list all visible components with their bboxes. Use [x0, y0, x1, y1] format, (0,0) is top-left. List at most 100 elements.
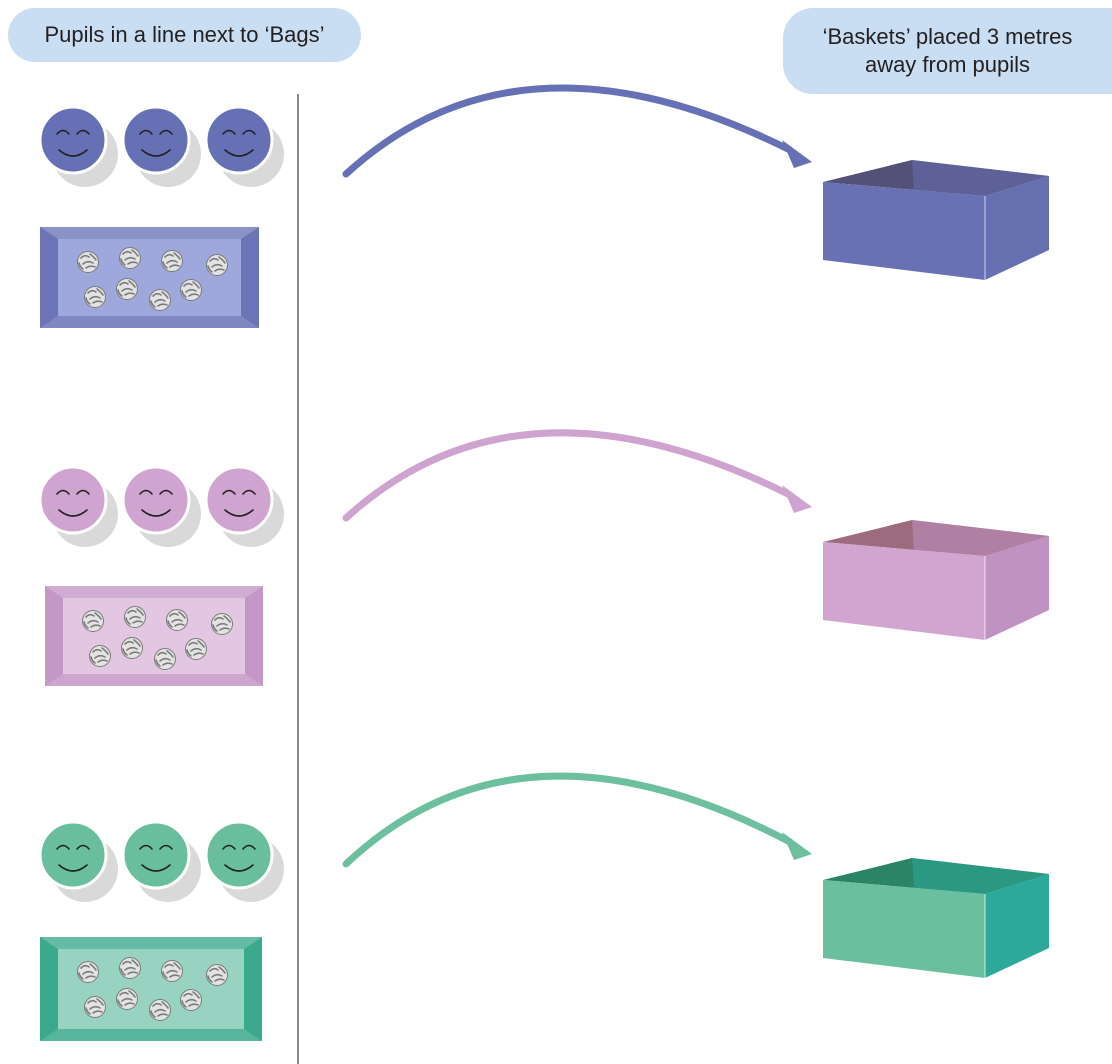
pupil-right-eye — [76, 129, 90, 135]
arrow-head — [782, 832, 812, 860]
ball-icon — [120, 636, 144, 660]
ball-icon — [115, 987, 139, 1011]
pupil-head — [204, 105, 274, 175]
ball-icon — [160, 249, 184, 273]
ball-icon — [179, 278, 203, 302]
team-blue — [38, 84, 1049, 328]
pupil-smile — [141, 509, 171, 517]
ball-icon — [123, 605, 147, 629]
pupil-smile — [224, 864, 254, 872]
bag-bevel-top — [45, 586, 263, 598]
ball-icon — [81, 609, 105, 633]
ball-icon — [148, 998, 172, 1022]
basket-side — [985, 176, 1049, 280]
ball-icon — [118, 246, 142, 270]
basket-back-wall — [912, 160, 1049, 196]
pupil-face-icon — [204, 820, 284, 902]
pupils-caption-text: Pupils in a line next to ‘Bags’ — [44, 22, 325, 47]
basket — [823, 520, 1049, 640]
ball-icon — [115, 277, 139, 301]
basket — [823, 160, 1049, 280]
pupil-face-icon — [121, 820, 201, 902]
basket-front — [823, 880, 985, 978]
basket-side — [985, 536, 1049, 640]
pupil-head — [121, 820, 191, 890]
pupil-head — [38, 105, 108, 175]
basket-back-wall — [912, 520, 1049, 556]
ball-icon — [165, 608, 189, 632]
ball-icon — [76, 250, 100, 274]
bag-bevel-bottom — [40, 1029, 262, 1041]
pupil-left-eye — [222, 129, 236, 135]
baskets-caption-line-2: away from pupils — [864, 52, 1031, 77]
bag-inner — [58, 239, 241, 316]
arrow-shaft — [342, 429, 794, 522]
ball-icon — [118, 956, 142, 980]
throw-arrow — [342, 84, 812, 178]
bag-inner — [58, 949, 244, 1029]
ball-icon — [153, 647, 177, 671]
pupil-head — [204, 465, 274, 535]
bag — [40, 227, 259, 328]
bag-bevel-bottom — [45, 674, 263, 686]
basket-front — [823, 182, 985, 280]
pupil-head — [204, 820, 274, 890]
team-green — [38, 772, 1049, 1041]
ball-icon — [205, 963, 229, 987]
ball-icon — [76, 960, 100, 984]
basket-side — [985, 874, 1049, 978]
pupil-smile — [141, 864, 171, 872]
pupil-face-icon — [38, 465, 118, 547]
bag-bevel-top — [40, 937, 262, 949]
throw-arrow — [342, 772, 812, 868]
pupil-face-icon — [121, 105, 201, 187]
bag-inner — [63, 598, 245, 674]
pupil-right-eye — [159, 844, 173, 850]
arrow-shaft — [342, 772, 794, 868]
pupil-smile — [58, 864, 88, 872]
pupil-right-eye — [159, 489, 173, 495]
bag — [45, 586, 263, 686]
team-pink — [38, 429, 1049, 686]
pupils-caption: Pupils in a line next to ‘Bags’ — [8, 8, 361, 62]
basket-front — [823, 542, 985, 640]
arrow-shaft — [342, 84, 794, 178]
pupil-smile — [58, 149, 88, 157]
pupil-face-icon — [121, 465, 201, 547]
pupil-smile — [141, 149, 171, 157]
ball-icon — [184, 637, 208, 661]
pupil-head — [38, 820, 108, 890]
ball-icon — [83, 995, 107, 1019]
basket — [823, 858, 1049, 978]
pupil-smile — [224, 149, 254, 157]
pupil-left-eye — [139, 129, 153, 135]
arrow-head — [782, 140, 812, 168]
ball-icon — [148, 288, 172, 312]
pupil-left-eye — [56, 844, 70, 850]
pupil-right-eye — [76, 489, 90, 495]
baskets-caption: ‘Baskets’ placed 3 metres away from pupi… — [783, 8, 1112, 94]
pupil-smile — [224, 509, 254, 517]
ball-icon — [179, 988, 203, 1012]
pupil-right-eye — [242, 129, 256, 135]
pupil-right-eye — [242, 844, 256, 850]
pupil-head — [121, 465, 191, 535]
bag — [40, 937, 262, 1041]
pupil-left-eye — [139, 489, 153, 495]
ball-icon — [160, 959, 184, 983]
pupil-right-eye — [159, 129, 173, 135]
pupil-left-eye — [222, 844, 236, 850]
pupil-head — [38, 465, 108, 535]
ball-icon — [83, 285, 107, 309]
pupil-left-eye — [222, 489, 236, 495]
pupil-face-icon — [38, 105, 118, 187]
pupil-head — [121, 105, 191, 175]
pupil-right-eye — [76, 844, 90, 850]
throw-arrow — [342, 429, 812, 522]
bag-bevel-top — [40, 227, 259, 239]
pupil-face-icon — [38, 820, 118, 902]
pupil-right-eye — [242, 489, 256, 495]
bag-bevel-bottom — [40, 316, 259, 328]
basket-back-wall — [912, 858, 1049, 894]
